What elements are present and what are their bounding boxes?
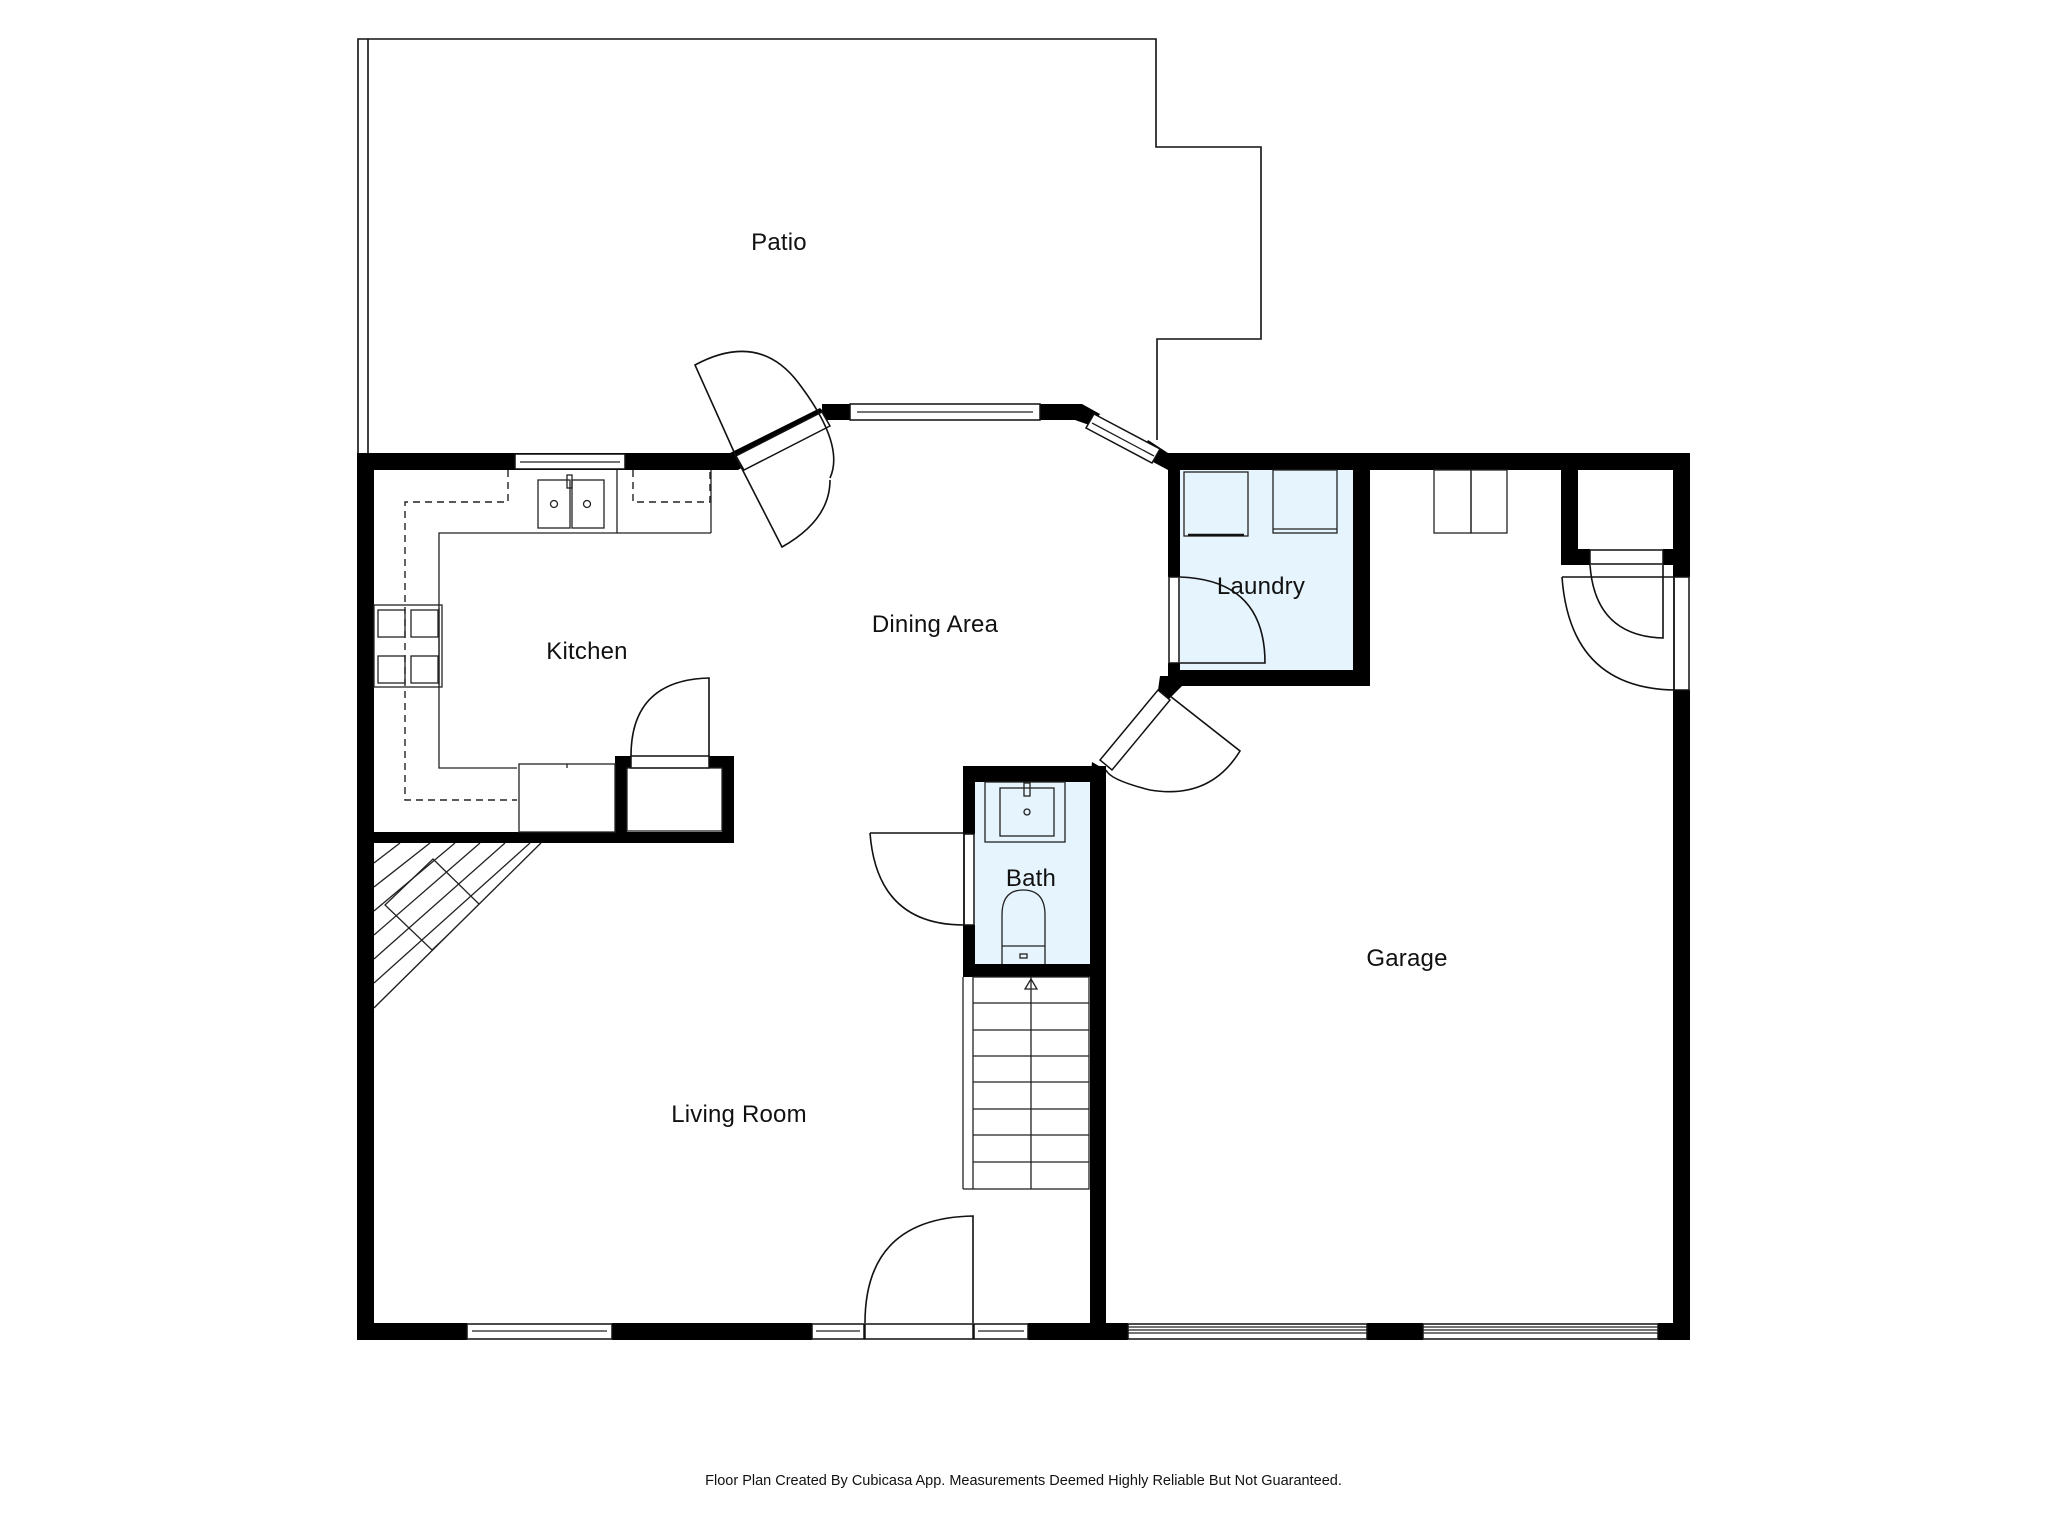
door-swing-icon bbox=[738, 462, 831, 549]
window-icon bbox=[1673, 576, 1690, 691]
bath-fixtures bbox=[984, 781, 1066, 964]
dryer-icon bbox=[1272, 469, 1338, 534]
stairs bbox=[962, 976, 1090, 1190]
window-icon bbox=[849, 403, 1041, 421]
door-swing-icon bbox=[630, 677, 710, 757]
sink-icon bbox=[537, 474, 605, 529]
footer-disclaimer: Floor Plan Created By Cubicasa App. Meas… bbox=[705, 1473, 1342, 1489]
room-label-laundry: Laundry bbox=[1216, 573, 1306, 600]
stair-arrow-icon bbox=[1023, 977, 1039, 990]
closet-door[interactable] bbox=[1589, 549, 1664, 639]
fireplace-hatch-icon bbox=[373, 842, 542, 1009]
window-icon bbox=[973, 1323, 1029, 1340]
door-swing-icon bbox=[1105, 695, 1242, 793]
window-icon bbox=[811, 1323, 865, 1340]
cabinet-icon bbox=[518, 763, 616, 833]
laundry-appliances bbox=[1183, 469, 1338, 537]
window-icon bbox=[1127, 1323, 1368, 1340]
patio-door[interactable] bbox=[693, 350, 835, 549]
cabinet-icon bbox=[1433, 469, 1508, 534]
window-icon bbox=[466, 1323, 613, 1340]
doors bbox=[630, 350, 1675, 1340]
door-swing-icon bbox=[1589, 564, 1664, 639]
door-swing-icon bbox=[1179, 576, 1266, 664]
window-icon bbox=[1422, 1323, 1659, 1340]
pantry-box bbox=[626, 767, 723, 832]
door-swing-icon bbox=[693, 350, 835, 479]
room-label-patio: Patio bbox=[751, 229, 807, 256]
windows bbox=[466, 403, 1690, 1340]
room-label-kitchen: Kitchen bbox=[546, 638, 628, 665]
vanity-icon bbox=[984, 781, 1066, 843]
window-icon bbox=[1084, 412, 1162, 465]
laundry-floor bbox=[1180, 470, 1353, 670]
washer-icon bbox=[1183, 471, 1249, 537]
window-icon bbox=[514, 453, 626, 470]
entry-door[interactable] bbox=[864, 1215, 974, 1340]
room-label-garage: Garage bbox=[1366, 945, 1448, 972]
room-label-living: Living Room bbox=[671, 1101, 807, 1128]
garage-cabinets bbox=[1433, 469, 1508, 534]
pantry-door[interactable] bbox=[630, 677, 710, 769]
stove-icon bbox=[373, 604, 443, 688]
laundry-door[interactable] bbox=[1168, 576, 1266, 664]
room-label-bath: Bath bbox=[1005, 865, 1057, 892]
garage-dining-door[interactable] bbox=[1098, 688, 1242, 793]
door-swing-icon bbox=[1561, 576, 1675, 691]
patio-outline bbox=[357, 38, 1262, 453]
garage-side-door[interactable] bbox=[1561, 576, 1675, 691]
kitchen-fixtures bbox=[373, 470, 723, 833]
bath-door[interactable] bbox=[869, 832, 975, 926]
bath-floor bbox=[975, 782, 1090, 964]
door-swing-icon bbox=[869, 832, 965, 926]
toilet-icon bbox=[1001, 889, 1046, 964]
door-swing-icon bbox=[864, 1215, 974, 1324]
room-label-dining: Dining Area bbox=[871, 611, 999, 638]
